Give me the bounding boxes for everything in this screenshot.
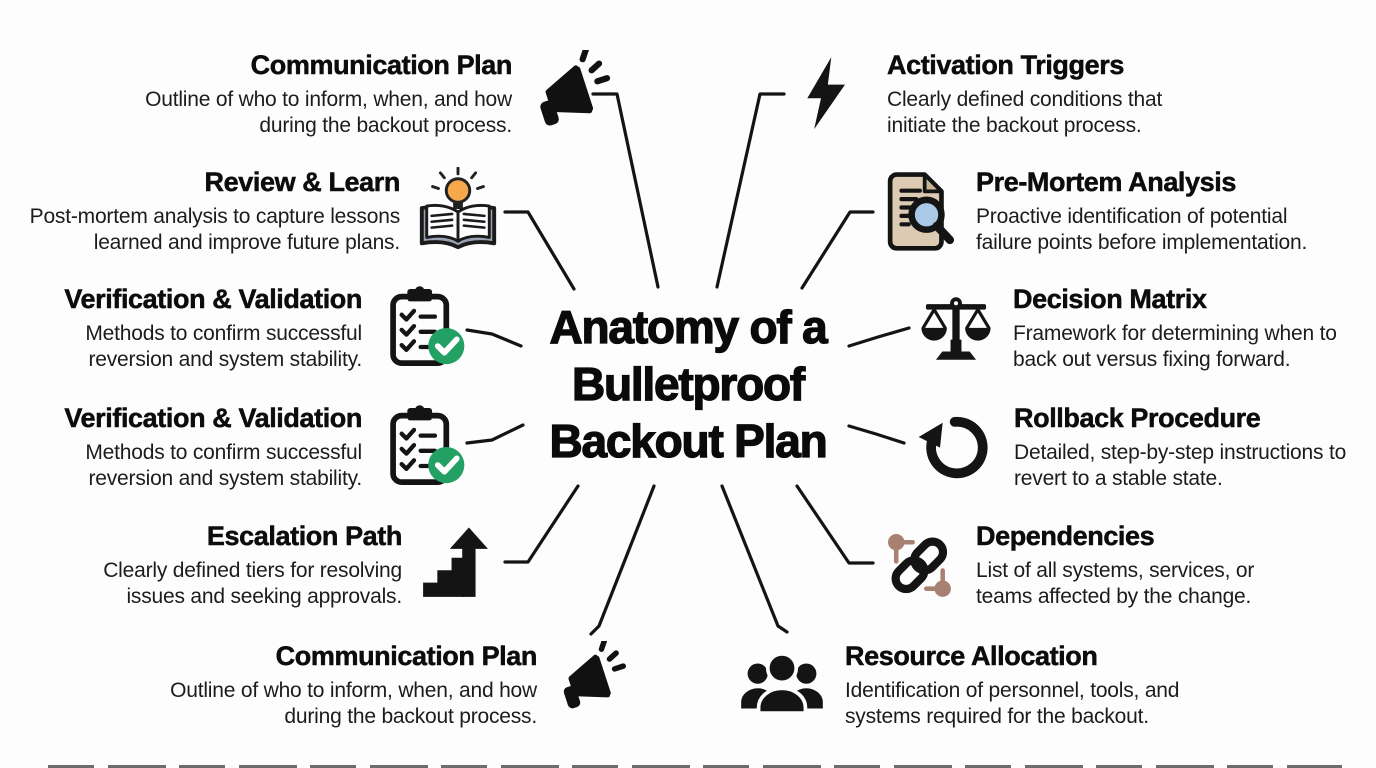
item-title: Verification & Validation xyxy=(64,284,362,315)
item-title: Communication Plan xyxy=(250,50,512,81)
item-description: List of all systems, services, or teams … xyxy=(976,559,1255,608)
item-verification-validation-2: Verification & Validation Methods to con… xyxy=(18,403,471,496)
item-description: Detailed, step-by-step instructions to r… xyxy=(1014,441,1347,490)
item-description: Clearly defined conditions that initiate… xyxy=(887,88,1163,137)
connector-line xyxy=(465,423,525,445)
item-title: Communication Plan xyxy=(275,641,537,672)
item-rollback-procedure: Rollback Procedure Detailed, step-by-ste… xyxy=(916,403,1359,492)
clipboard-check-icon xyxy=(376,403,471,496)
connector-line xyxy=(795,484,875,565)
megaphone-icon xyxy=(526,46,618,147)
connector-line xyxy=(800,210,875,290)
item-dependencies: Dependencies List of all systems, servic… xyxy=(878,521,1286,614)
item-description: Framework for determining when to back o… xyxy=(1013,322,1337,371)
lightning-bolt-icon xyxy=(797,50,857,143)
connector-line xyxy=(503,210,576,291)
item-communication-plan-bottom: Communication Plan Outline of who to inf… xyxy=(158,637,633,730)
item-decision-matrix: Decision Matrix Framework for determinin… xyxy=(915,284,1358,373)
item-description: Identification of personnel, tools, and … xyxy=(845,679,1180,728)
item-title: Escalation Path xyxy=(206,521,403,552)
document-magnifier-icon xyxy=(878,167,962,260)
item-description: Clearly defined tiers for resolving issu… xyxy=(103,559,402,608)
item-resource-allocation: Resource Allocation Identification of pe… xyxy=(737,641,1210,730)
connector-line xyxy=(503,484,580,564)
megaphone-icon xyxy=(551,637,633,728)
item-title: Dependencies xyxy=(976,521,1155,552)
open-book-lightbulb-icon xyxy=(414,166,502,260)
item-title: Verification & Validation xyxy=(64,403,362,434)
item-title: Decision Matrix xyxy=(1013,284,1207,315)
undo-arrow-icon xyxy=(916,403,996,492)
bottom-crop-line xyxy=(48,765,1342,768)
connector-line xyxy=(465,328,523,348)
item-description: Methods to confirm successful reversion … xyxy=(85,441,362,490)
balance-scale-icon xyxy=(915,284,997,373)
connector-line xyxy=(847,326,911,348)
item-verification-validation-1: Verification & Validation Methods to con… xyxy=(18,284,471,377)
item-description: Methods to confirm successful reversion … xyxy=(85,322,362,371)
item-title: Activation Triggers xyxy=(887,50,1125,81)
item-description: Outline of who to inform, when, and how … xyxy=(145,88,512,137)
item-title: Pre-Mortem Analysis xyxy=(976,167,1237,198)
connector-line xyxy=(589,484,656,636)
item-communication-plan-top: Communication Plan Outline of who to inf… xyxy=(130,46,618,147)
item-pre-mortem-analysis: Pre-Mortem Analysis Proactive identifica… xyxy=(878,167,1344,260)
clipboard-check-icon xyxy=(376,284,471,377)
item-escalation-path: Escalation Path Clearly defined tiers fo… xyxy=(58,521,496,612)
stairs-up-arrow-icon xyxy=(416,521,496,612)
chain-link-icon xyxy=(878,521,960,614)
people-group-icon xyxy=(737,647,827,730)
item-activation-triggers: Activation Triggers Clearly defined cond… xyxy=(797,50,1197,143)
title-line: Anatomy of a xyxy=(549,300,828,353)
title-line: Bulletproof xyxy=(571,357,806,410)
page-title: Anatomy of a Bulletproof Backout Plan xyxy=(518,299,858,470)
item-description: Proactive identification of potential fa… xyxy=(976,205,1308,254)
item-title: Rollback Procedure xyxy=(1014,403,1261,434)
item-title: Review & Learn xyxy=(204,167,400,198)
connector-line xyxy=(715,92,786,289)
connector-line xyxy=(720,484,789,634)
item-review-learn: Review & Learn Post-mortem analysis to c… xyxy=(2,166,502,260)
item-title: Resource Allocation xyxy=(845,641,1098,672)
item-description: Outline of who to inform, when, and how … xyxy=(170,679,537,728)
title-line: Backout Plan xyxy=(549,414,829,467)
item-description: Post-mortem analysis to capture lessons … xyxy=(29,205,401,254)
